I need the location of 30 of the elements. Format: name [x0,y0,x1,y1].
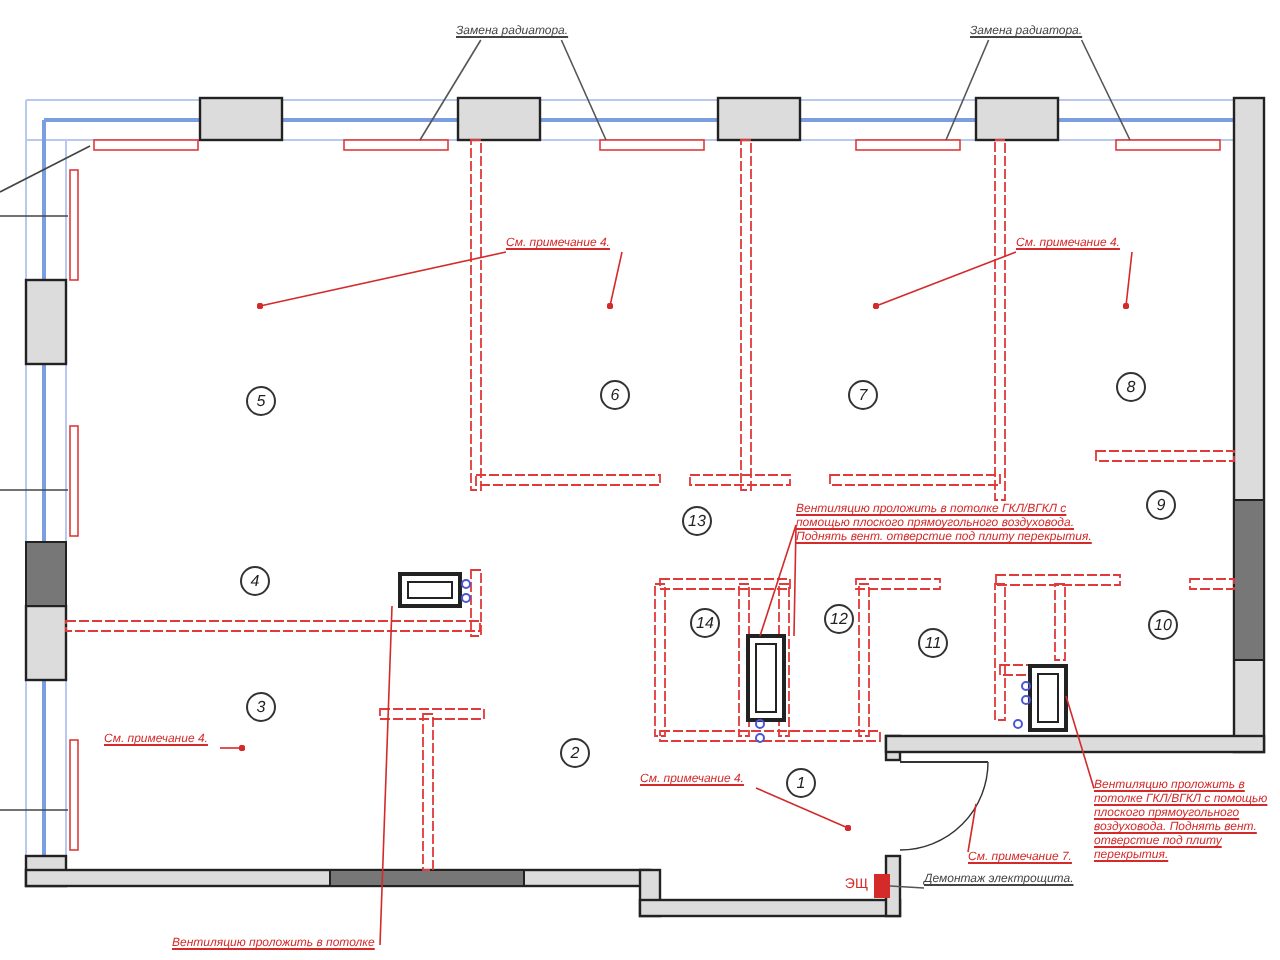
leader-line [759,524,797,637]
leader-line [560,39,607,141]
leader-line [1065,695,1095,790]
leader-line [606,251,623,310]
leader-line [945,39,990,141]
leader-line [1080,39,1131,141]
room-number: 13 [682,506,712,536]
leader-line [967,803,977,853]
room-number: 5 [246,386,276,416]
room-number: 8 [1116,372,1146,402]
leader-line [219,744,246,752]
leader-line [872,251,1017,310]
leader-line [793,524,797,637]
leader-line [1122,251,1133,310]
room-number: 10 [1148,610,1178,640]
room-number: 6 [600,380,630,410]
leader-line [379,605,393,946]
room-number: 7 [848,380,878,410]
room-number: 12 [824,604,854,634]
leader-line [889,885,925,889]
room-number: 4 [240,566,270,596]
leader-line [419,39,482,141]
leader-line [755,787,852,832]
room-number: 3 [246,692,276,722]
room-number: 11 [918,628,948,658]
room-number: 9 [1146,490,1176,520]
leader-line [256,251,507,310]
room-number: 14 [690,608,720,638]
room-number: 2 [560,738,590,768]
room-number: 1 [786,768,816,798]
